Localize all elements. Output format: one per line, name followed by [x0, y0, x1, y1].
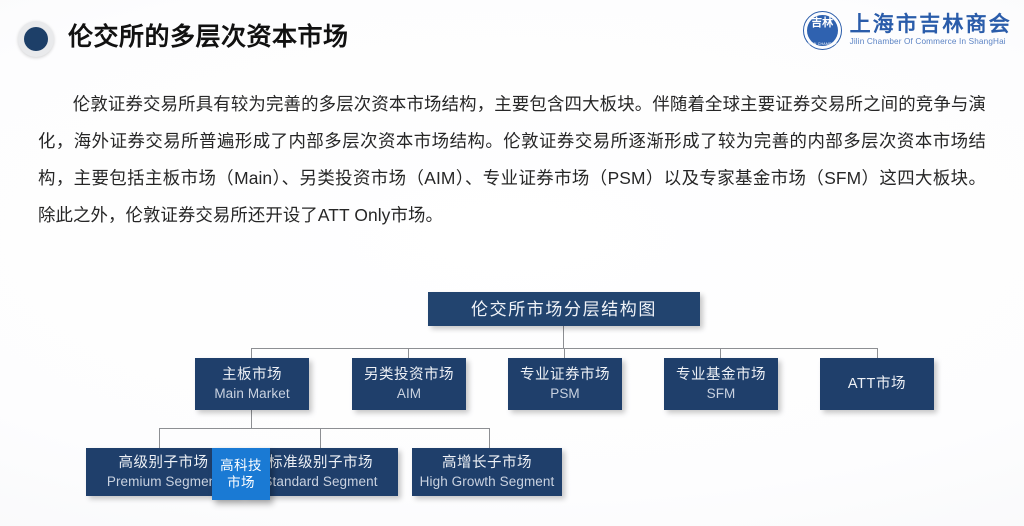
body-paragraph: 伦敦证券交易所具有较为完善的多层次资本市场结构，主要包含四大板块。伴随着全球主要…	[38, 94, 986, 225]
connector-level3-drop-2	[320, 428, 321, 448]
node-label-cn: 另类投资市场	[364, 366, 454, 383]
slide-header: 伦交所的多层次资本市场 吉林 JILIN CHAMBER 上海市吉林商会 Jil…	[0, 0, 1024, 62]
connector-main-stem	[251, 410, 252, 428]
node-label-en: Standard Segment	[263, 473, 378, 489]
seal-icon: 吉林 JILIN CHAMBER	[802, 10, 842, 50]
node-label-en: PSM	[550, 385, 580, 401]
node-label-en: Premium Segment	[106, 473, 221, 489]
node-label-cn: 高级别子市场	[118, 454, 209, 471]
node-label-en: Main Market	[214, 385, 290, 401]
diagram-node-main-market[interactable]: 主板市场 Main Market	[195, 358, 309, 410]
node-label-en: AIM	[396, 385, 422, 401]
logo-text: 上海市吉林商会 Jilin Chamber Of Commerce In Sha…	[850, 14, 1012, 46]
seal-subtext: JILIN CHAMBER	[807, 41, 838, 46]
node-label-cn: 专业基金市场	[676, 366, 766, 383]
node-label-en: High Growth Segment	[419, 473, 555, 489]
connector-level3-bus	[159, 428, 489, 429]
logo-name-cn: 上海市吉林商会	[849, 12, 1012, 36]
node-label-cn-line1: 高科技	[220, 458, 262, 473]
seal-glyph: 吉林	[811, 16, 834, 29]
diagram-node-hitech-highlight[interactable]: 高科技 市场	[212, 448, 270, 500]
node-label-cn: 高增长子市场	[442, 454, 532, 471]
node-label-cn: 标准级别子市场	[268, 454, 373, 471]
node-label-en: SFM	[706, 385, 736, 401]
connector-level2-drop-2	[408, 348, 409, 358]
organization-logo: 吉林 JILIN CHAMBER 上海市吉林商会 Jilin Chamber O…	[802, 10, 1012, 50]
diagram-node-psm[interactable]: 专业证券市场 PSM	[508, 358, 622, 410]
connector-level3-drop-3	[489, 428, 490, 448]
diagram-node-standard-segment[interactable]: 标准级别子市场 Standard Segment	[243, 448, 398, 496]
diagram-node-sfm[interactable]: 专业基金市场 SFM	[664, 358, 778, 410]
diagram-node-aim[interactable]: 另类投资市场 AIM	[352, 358, 466, 410]
node-label-cn: ATT市场	[847, 375, 907, 392]
page-title: 伦交所的多层次资本市场	[68, 23, 349, 51]
diagram-node-root[interactable]: 伦交所市场分层结构图	[428, 292, 700, 326]
connector-level2-drop-1	[251, 348, 252, 358]
node-label-cn: 主板市场	[222, 366, 282, 383]
node-label-cn: 专业证券市场	[520, 366, 610, 383]
node-label-cn-line2: 市场	[227, 475, 255, 490]
connector-level2-drop-5	[877, 348, 878, 358]
hierarchy-diagram: 伦交所市场分层结构图 主板市场 Main Market 另类投资市场 AIM 专…	[0, 270, 1024, 526]
connector-level2-drop-3	[564, 348, 565, 358]
node-label-cn: 伦交所市场分层结构图	[471, 299, 657, 319]
connector-level3-drop-1	[159, 428, 160, 448]
logo-name-en: Jilin Chamber Of Commerce In ShangHai	[849, 36, 1006, 46]
diagram-node-high-growth-segment[interactable]: 高增长子市场 High Growth Segment	[412, 448, 562, 496]
connector-level2-drop-4	[720, 348, 721, 358]
connector-root-stem	[563, 326, 564, 348]
filled-circle-icon	[18, 21, 54, 57]
diagram-node-att[interactable]: ATT市场	[820, 358, 934, 410]
